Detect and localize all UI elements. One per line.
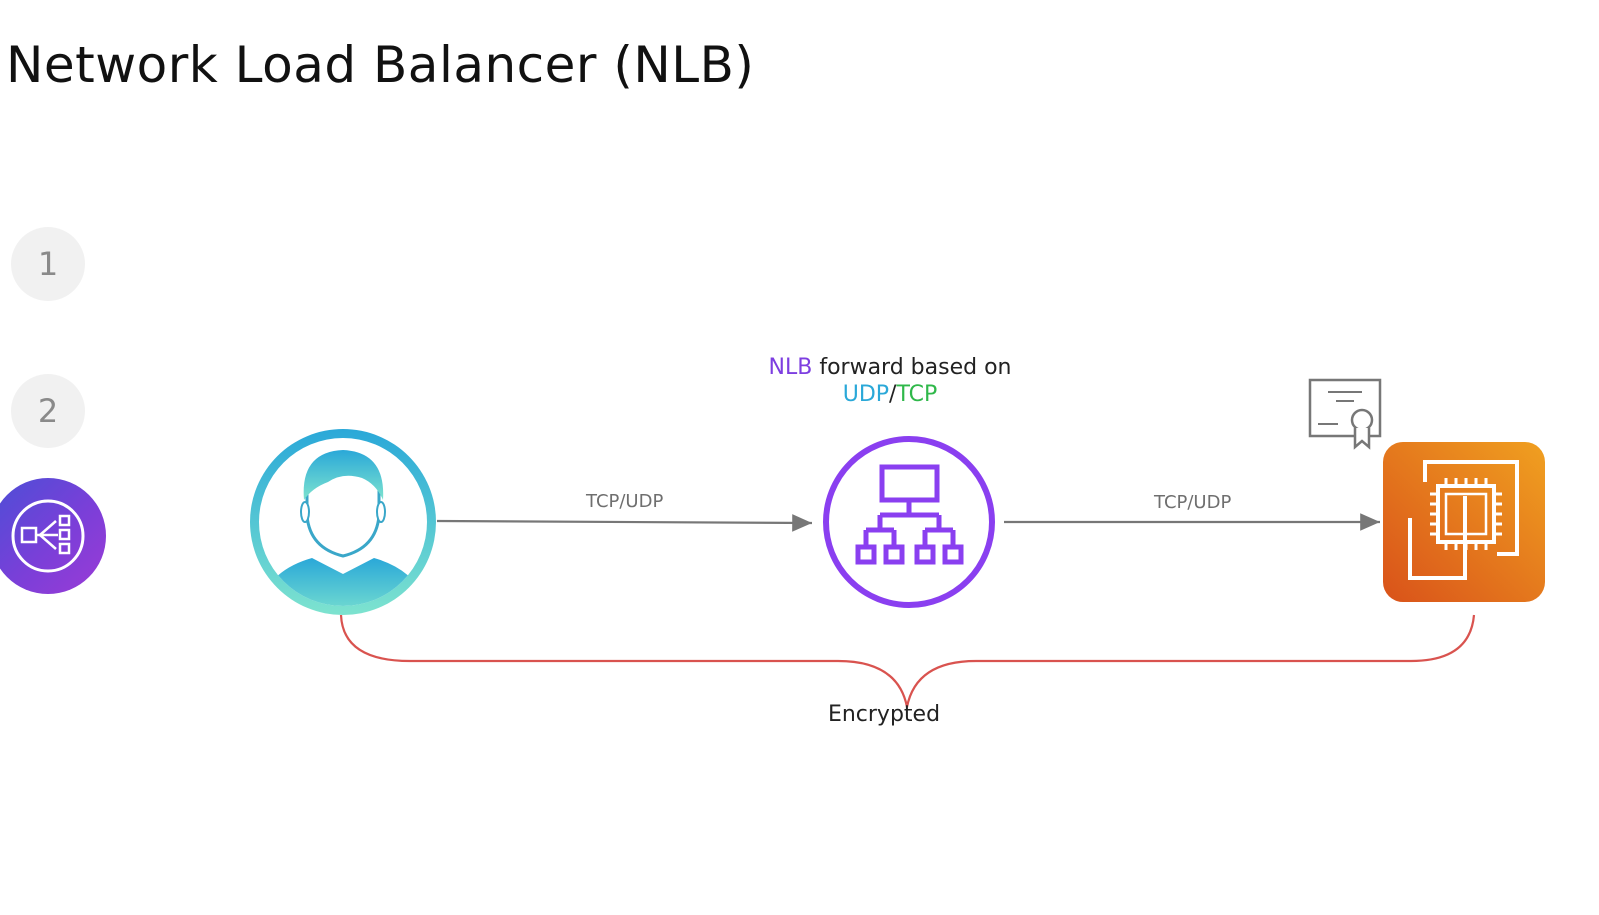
hierarchy-icon bbox=[823, 436, 995, 608]
left-protocol-label: TCP/UDP bbox=[586, 491, 664, 512]
encrypted-label: Encrypted bbox=[827, 702, 941, 727]
step-1-number: 1 bbox=[37, 245, 59, 283]
user-icon bbox=[250, 429, 436, 615]
tcp-text: TCP bbox=[896, 382, 938, 407]
step-1-badge[interactable]: 1 bbox=[11, 227, 85, 301]
slash-text: / bbox=[889, 382, 897, 407]
step-2-badge[interactable]: 2 bbox=[11, 374, 85, 448]
step-3-badge[interactable] bbox=[0, 478, 106, 594]
nlb-caption-line-2: UDP/TCP bbox=[720, 381, 1060, 408]
nlb-text: NLB bbox=[768, 355, 813, 380]
ec2-instance-icon bbox=[1383, 442, 1545, 602]
udp-text: UDP bbox=[842, 382, 890, 407]
load-balancer-icon bbox=[11, 499, 85, 573]
page-title: Network Load Balancer (NLB) bbox=[6, 36, 755, 94]
forward-text: forward based on bbox=[812, 355, 1012, 380]
certificate-icon bbox=[1308, 378, 1382, 450]
left-arrow bbox=[436, 514, 813, 532]
encryption-brace bbox=[339, 614, 1476, 708]
nlb-caption: NLB forward based on UDP/TCP bbox=[720, 354, 1060, 408]
right-protocol-label: TCP/UDP bbox=[1154, 492, 1232, 513]
nlb-caption-line-1: NLB forward based on bbox=[720, 354, 1060, 381]
step-2-number: 2 bbox=[37, 392, 59, 430]
